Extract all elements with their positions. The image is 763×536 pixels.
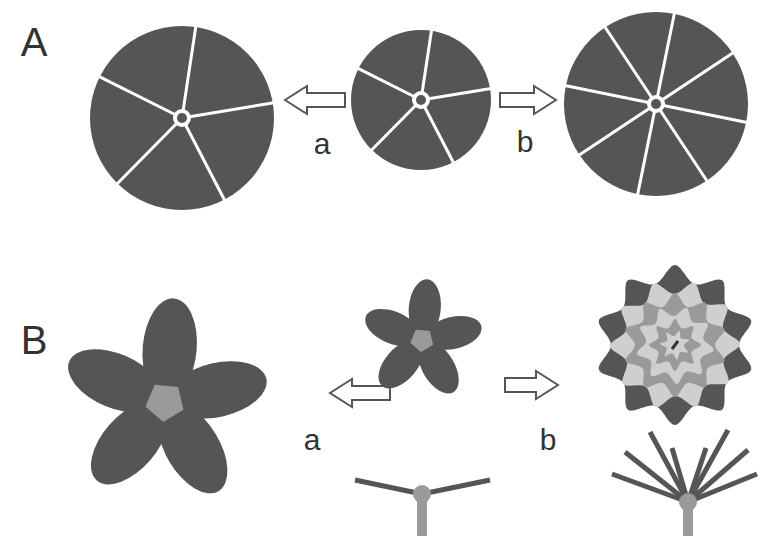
flower-center	[146, 385, 184, 422]
panel-letter: B	[21, 320, 48, 360]
segment-divider	[182, 103, 274, 118]
petal-whorl	[610, 283, 740, 407]
arrow-label: a	[304, 425, 321, 455]
petal-whorl	[660, 331, 689, 360]
segment-divider	[656, 104, 707, 182]
disc-center	[173, 109, 191, 127]
segmented-disc	[351, 30, 491, 170]
petal-side	[422, 480, 490, 494]
segment-divider	[656, 104, 747, 122]
segment-divider	[578, 104, 656, 155]
arrow-label: b	[517, 127, 534, 157]
flower-center	[410, 330, 433, 352]
petal-side	[688, 474, 757, 502]
segment-divider	[421, 100, 454, 163]
segmented-disc	[90, 26, 274, 210]
flower-center	[149, 386, 181, 418]
segment-divider	[99, 76, 182, 118]
flower-side-view	[355, 480, 490, 536]
segment-divider	[605, 26, 656, 104]
segment-divider	[565, 86, 656, 104]
petal-side	[650, 432, 688, 502]
disc-body	[564, 12, 748, 196]
segment-divider	[182, 26, 196, 118]
segment-divider	[421, 30, 432, 100]
segment-divider	[638, 104, 656, 195]
hollow-arrow	[505, 371, 558, 399]
flower-center	[672, 341, 678, 349]
disc-center	[412, 91, 430, 109]
petal-whorl	[637, 308, 714, 384]
petal-whorl	[649, 319, 701, 371]
petal-side	[688, 450, 748, 502]
arrow-label: a	[314, 129, 331, 159]
receptacle	[413, 485, 431, 503]
flower-side-view	[612, 430, 757, 536]
hollow-arrow	[500, 86, 556, 114]
flower-top-view	[360, 278, 485, 401]
receptacle	[679, 493, 697, 511]
disc-center-dot	[416, 95, 426, 105]
petal-whorl	[599, 265, 752, 425]
panel-letter: A	[21, 22, 48, 62]
arrow-label: b	[540, 425, 557, 455]
segment-divider	[371, 100, 421, 151]
segment-divider	[358, 68, 421, 100]
segment-divider	[182, 118, 225, 201]
disc-center-dot	[177, 113, 187, 123]
disc-body	[351, 30, 491, 170]
disc-center-dot	[651, 99, 661, 109]
disc-body	[90, 26, 274, 210]
segment-divider	[656, 53, 734, 104]
segment-divider	[421, 88, 491, 100]
petal-side	[355, 480, 422, 494]
petal-whorl	[625, 293, 724, 397]
flower-center	[412, 330, 431, 349]
disc-center	[647, 95, 665, 113]
flower-top-view	[59, 296, 273, 505]
double-flower-top-view	[599, 265, 752, 425]
segment-divider	[117, 118, 182, 184]
segment-divider	[656, 13, 674, 104]
segmented-disc	[564, 12, 748, 196]
hollow-arrow	[285, 86, 345, 114]
